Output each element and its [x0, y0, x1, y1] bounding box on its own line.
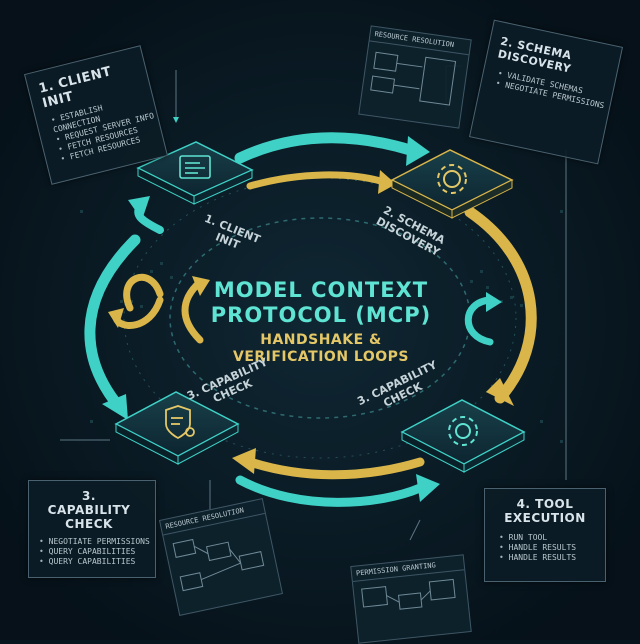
node-capability-check[interactable]: [114, 391, 240, 465]
title-line-2: PROTOCOL (MCP): [210, 303, 432, 327]
title-line-1: MODEL CONTEXT: [213, 278, 429, 302]
arrow-left-down: [84, 234, 141, 414]
panel-title: 4. TOOL EXECUTION: [504, 497, 586, 525]
node-schema-discovery[interactable]: [390, 149, 514, 219]
grid-dots: [80, 210, 563, 443]
gear-icon: [448, 416, 478, 446]
node-tool-execution[interactable]: [400, 399, 526, 473]
diagram-title: MODEL CONTEXT PROTOCOL (MCP): [190, 278, 452, 328]
outer-loop: [123, 177, 517, 459]
diagram-subtitle: HANDSHAKE & VERIFICATION LOOPS: [210, 332, 432, 366]
gear-icon: [437, 164, 467, 194]
list-item: NEGOTIATE PERMISSIONS: [39, 537, 155, 547]
flow-sketch: [172, 538, 265, 592]
subtitle-line-2: VERIFICATION LOOPS: [232, 349, 409, 365]
shield-check-icon: [165, 405, 195, 440]
list-item: QUERY CAPABILITIES: [39, 557, 155, 567]
mini-panel-permission-granting: PERMISSION GRANTING: [350, 554, 472, 644]
panel-title: 3. CAPABILITY CHECK: [47, 489, 131, 531]
panel-capability-check: 3. CAPABILITY CHECK NEGOTIATE PERMISSION…: [28, 480, 156, 578]
panel-tool-execution: 4. TOOL EXECUTION RUN TOOL HANDLE RESULT…: [484, 488, 606, 582]
document-icon: [179, 155, 211, 179]
flow-sketch: [361, 578, 456, 610]
list-item: QUERY CAPABILITIES: [39, 547, 155, 557]
panel-list: RUN TOOL HANDLE RESULTS HANDLE RESULTS: [499, 533, 605, 563]
list-item: HANDLE RESULTS: [499, 553, 605, 563]
list-item: RUN TOOL: [499, 533, 605, 543]
list-item: HANDLE RESULTS: [499, 543, 605, 553]
mini-panel-resource-resolution-bottom: RESOURCE RESOLUTION: [158, 498, 284, 616]
arrow-inner-top: [246, 171, 388, 190]
loop-left: [123, 273, 164, 312]
loop-right: [464, 296, 494, 346]
arrow-head-top: [406, 136, 430, 166]
arrow-bottom-left: [245, 457, 425, 480]
arrow-right-down: [464, 206, 537, 404]
mini-panel-resource-resolution-top: RESOURCE RESOLUTION: [358, 25, 472, 129]
arrow-init-to-schema: [234, 132, 416, 164]
arrow-bottom: [235, 475, 425, 507]
flow-sketch: [370, 51, 457, 106]
panel-list: NEGOTIATE PERMISSIONS QUERY CAPABILITIES…: [39, 537, 155, 567]
subtitle-line-1: HANDSHAKE &: [260, 332, 382, 348]
